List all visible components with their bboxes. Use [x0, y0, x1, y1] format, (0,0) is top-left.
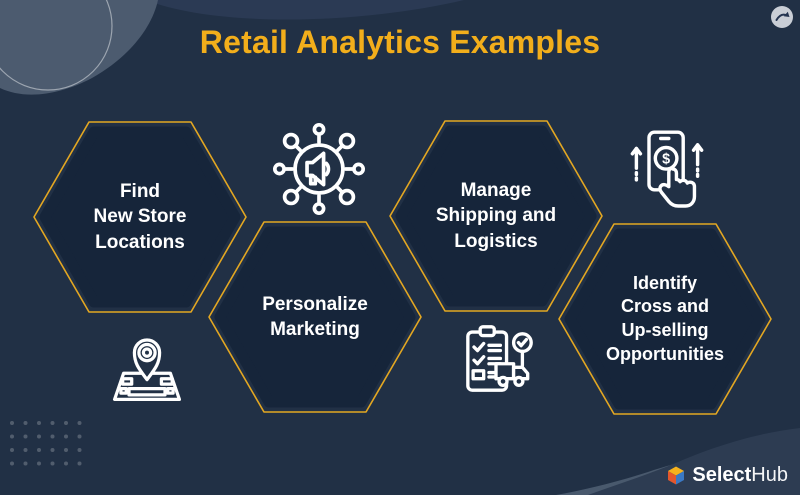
- brand-name-light: Hub: [751, 464, 788, 486]
- top-band-shape: [146, 0, 464, 20]
- brand-cube-icon: [668, 466, 685, 485]
- dot-grid: [10, 421, 82, 466]
- hexagon-shape: [208, 221, 422, 413]
- svg-text:$: $: [662, 151, 670, 167]
- brand-name-bold: Select: [692, 464, 752, 486]
- upsell-phone-dollar-icon: $: [630, 130, 704, 208]
- hexagon-label: Personalize Marketing: [262, 293, 368, 340]
- page-title: Retail Analytics Examples: [199, 24, 601, 60]
- hexagon-shape: [389, 120, 603, 312]
- marketing-network-megaphone-icon: [273, 123, 365, 215]
- top-left-blob: [0, 0, 158, 95]
- blob-circle-outline: [0, 0, 113, 91]
- hexagon-shape: [558, 223, 772, 415]
- bottom-mid-swoosh: [588, 428, 800, 495]
- hexagon-label: Identify Cross and Up-selling Opportunit…: [606, 272, 724, 364]
- hexagon-manage-shipping-logistics: Manage Shipping and Logistics: [388, 118, 604, 314]
- hexagon-personalize-marketing: Personalize Marketing: [207, 219, 423, 415]
- map-location-pin-icon: [112, 338, 182, 402]
- brand-name: SelectHub: [692, 464, 788, 487]
- shipping-checklist-truck-icon: [466, 325, 533, 392]
- hexagon-find-new-store-locations: Find New Store Locations: [32, 119, 248, 315]
- brand-logo: SelectHub: [666, 464, 788, 487]
- hexagon-label: Find New Store Locations: [93, 181, 187, 253]
- hexagon-label: Manage Shipping and Logistics: [435, 180, 557, 252]
- share-arrow-icon[interactable]: [768, 3, 796, 31]
- hexagon-identify-upselling: Identify Cross and Up-selling Opportunit…: [557, 221, 773, 417]
- hexagon-shape: [33, 121, 247, 313]
